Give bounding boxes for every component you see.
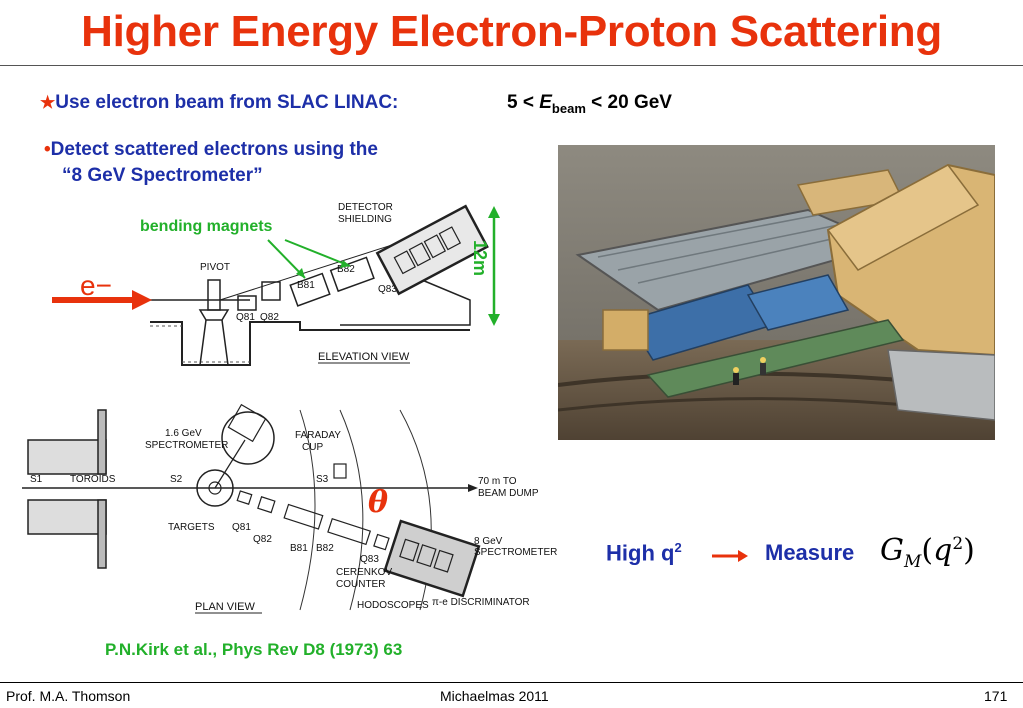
b81-magnet [289, 272, 331, 307]
dump-label-2: BEAM DUMP [478, 488, 539, 499]
formula-open: ( [921, 533, 934, 568]
high-q2-label: High q2 [606, 540, 682, 566]
plan-view-diagram: S1 TOROIDS S2 S3 70 m TO BEAM DUMP 1.6 G… [22, 403, 557, 614]
q83-label: Q83 [378, 284, 397, 295]
high-q-sup: 2 [674, 540, 682, 555]
elevation-view-diagram: PIVOT Q81 Q82 B81 B82 Q83 DETECTOR SHIEL… [52, 202, 500, 366]
spec16-label-2: SPECTROMETER [145, 440, 228, 451]
targets-label: TARGETS [168, 522, 215, 533]
b82-magnet [329, 256, 375, 293]
form-factor-formula: GM(q2) [880, 533, 975, 572]
plan-view-label: PLAN VIEW [195, 601, 256, 613]
s3-label: S3 [316, 474, 329, 485]
page-title: Higher Energy Electron-Proton Scattering [81, 7, 942, 56]
faraday-label-1: FARADAY [295, 430, 341, 441]
measure-label: Measure [765, 540, 855, 565]
spec8-label-1: 8 GeV [474, 536, 503, 547]
target-pivot [196, 469, 234, 507]
pivot-label: PIVOT [200, 262, 230, 273]
dot-bullet-icon: • [44, 139, 51, 160]
formula-g: G [880, 533, 904, 568]
plan-q81-label: Q81 [232, 522, 251, 533]
spec8-label-2: SPECTROMETER [474, 547, 557, 558]
star-bullet-icon: ★ [40, 93, 56, 112]
footer-author: Prof. M.A. Thomson [6, 688, 131, 704]
red-arrow-icon [712, 550, 748, 562]
beam-energy-range: 5 < Ebeam < 20 GeV [507, 92, 672, 116]
footer-divider [0, 682, 1023, 683]
spec16-label-1: 1.6 GeV [165, 428, 202, 439]
spectrometer-photo [558, 145, 995, 440]
range-sub: beam [551, 100, 586, 116]
bullet-beam: ★Use electron beam from SLAC LINAC: [40, 92, 398, 114]
range-prefix: 5 < [507, 92, 540, 113]
bending-magnets-label: bending magnets [140, 218, 273, 235]
plan-b82-label: B82 [316, 543, 334, 554]
electron-label: e− [80, 270, 112, 301]
toroids-label: TOROIDS [70, 474, 116, 485]
plan-q82-label: Q82 [253, 534, 272, 545]
reference-citation: P.N.Kirk et al., Phys Rev D8 (1973) 63 [105, 640, 403, 659]
s2-label: S2 [170, 474, 183, 485]
detector-hut-plan [383, 519, 481, 598]
shielding-label: SHIELDING [338, 214, 392, 225]
bullet-detect-line1: Detect scattered electrons using the [50, 139, 378, 160]
bullet-detect: •Detect scattered electrons using the “8… [44, 137, 378, 189]
floor-outline [150, 321, 470, 366]
s1-label: S1 [30, 474, 43, 485]
high-q-text: High q [606, 540, 675, 566]
q81-label: Q81 [236, 312, 255, 323]
plan-b81-label: B81 [290, 543, 308, 554]
elevation-view-label: ELEVATION VIEW [318, 351, 410, 363]
formula-close: ) [963, 533, 975, 568]
range-var: E [539, 92, 552, 113]
cerenkov-label-1: CERENKOV [336, 567, 392, 578]
bullet-beam-text: Use electron beam from SLAC LINAC: [55, 92, 399, 113]
footer-term: Michaelmas 2011 [440, 688, 549, 704]
pivot-target [207, 279, 221, 311]
range-suffix: < 20 GeV [585, 92, 672, 113]
title-divider [0, 65, 1023, 66]
theta-label: θ [368, 485, 389, 520]
plan-q83-label: Q83 [360, 554, 379, 565]
footer-page-number: 171 [984, 688, 1008, 704]
faraday-label-2: CUP [302, 442, 323, 453]
bullet-detect-line2: “8 GeV Spectrometer” [62, 165, 263, 186]
height-label: 12m [470, 240, 490, 277]
detector-label: DETECTOR [338, 202, 393, 213]
b82-label: B82 [337, 264, 355, 275]
q82-label: Q82 [260, 312, 279, 323]
discriminator-label: π-e DISCRIMINATOR [432, 597, 530, 608]
formula-q: q [933, 533, 953, 568]
formula-sub: M [903, 552, 922, 572]
dump-label-1: 70 m TO [478, 476, 517, 487]
hodoscopes-label: HODOSCOPES [357, 600, 429, 611]
b81-label: B81 [297, 280, 315, 291]
floor-hatch [150, 325, 250, 363]
cerenkov-label-2: COUNTER [336, 579, 385, 590]
formula-sup: 2 [952, 534, 964, 554]
